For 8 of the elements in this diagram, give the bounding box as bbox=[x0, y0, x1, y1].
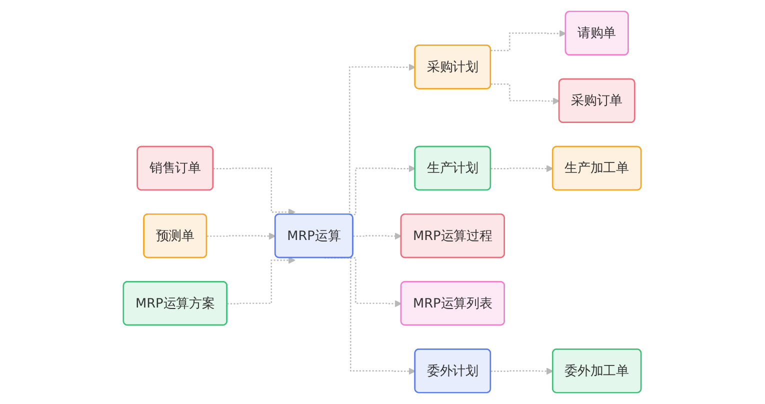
arrow bbox=[227, 256, 296, 304]
arrow bbox=[491, 165, 554, 172]
arrow bbox=[214, 168, 296, 216]
arrow bbox=[207, 232, 276, 240]
arrow bbox=[353, 232, 402, 240]
arrow bbox=[491, 84, 560, 105]
arrow bbox=[491, 368, 554, 375]
arrow bbox=[491, 30, 566, 52]
